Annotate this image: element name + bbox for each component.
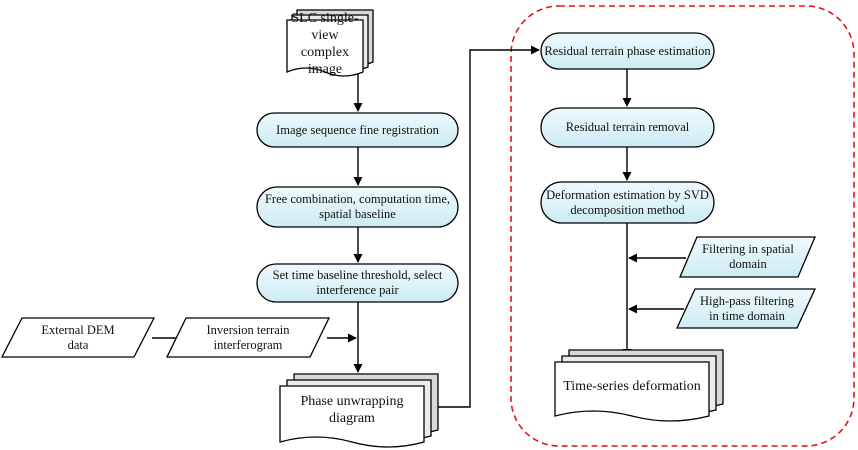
residual-removal-pill xyxy=(540,107,715,148)
inversion-parallelogram xyxy=(165,317,331,358)
arrow-unwrapping-to-residual-estimation xyxy=(431,45,540,408)
filter-time-parallelogram xyxy=(675,288,817,329)
connectors xyxy=(152,45,686,408)
svd-pill xyxy=(540,181,715,224)
residual-estimation-pill xyxy=(540,32,715,70)
registration-pill xyxy=(256,112,459,148)
free-combination-pill xyxy=(256,186,459,228)
slc-multi-document xyxy=(286,9,374,77)
external-dem-parallelogram xyxy=(0,317,156,358)
time-series-multi-document xyxy=(554,349,724,422)
filter-spatial-parallelogram xyxy=(679,236,816,278)
threshold-pill xyxy=(256,263,459,303)
unwrapping-multi-document xyxy=(279,373,439,448)
dashed-region-border xyxy=(510,5,855,447)
